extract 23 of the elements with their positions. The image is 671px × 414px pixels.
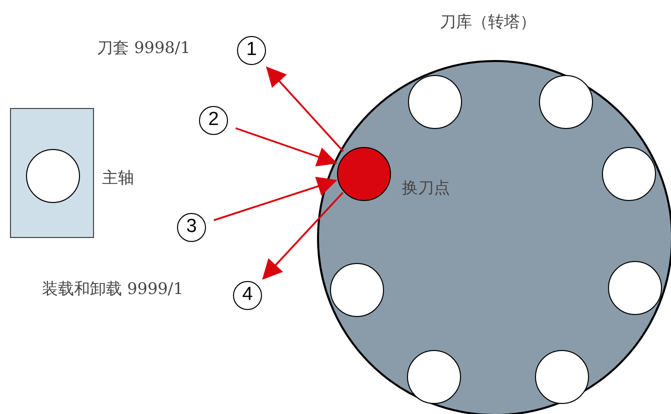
arrow bbox=[266, 66, 344, 152]
callout-number: 1 bbox=[237, 36, 266, 65]
heading-text: 刀库（转塔） bbox=[440, 12, 536, 33]
callout-number: 4 bbox=[233, 281, 262, 310]
callout-number: 2 bbox=[199, 106, 228, 135]
label-text: 换刀点 bbox=[402, 178, 450, 199]
arrow bbox=[262, 192, 344, 280]
label-text: 装载和卸载 9999/1 bbox=[42, 279, 184, 300]
arrow bbox=[235, 127, 338, 166]
pocket-circle bbox=[602, 147, 656, 201]
pocket-circle bbox=[539, 75, 593, 129]
arrow bbox=[214, 176, 338, 222]
label-text: 刀套 9998/1 bbox=[97, 38, 190, 59]
callout-number: 3 bbox=[177, 213, 206, 242]
pocket-circle bbox=[408, 75, 462, 129]
spindle-box bbox=[10, 108, 94, 238]
pocket-circle bbox=[330, 263, 384, 317]
pocket-circle bbox=[26, 149, 80, 203]
pocket-circle bbox=[608, 261, 662, 315]
pocket-circle bbox=[535, 350, 589, 404]
pocket-circle bbox=[407, 350, 461, 404]
tool-change-point bbox=[337, 147, 391, 201]
label-text: 主轴 bbox=[102, 168, 134, 189]
